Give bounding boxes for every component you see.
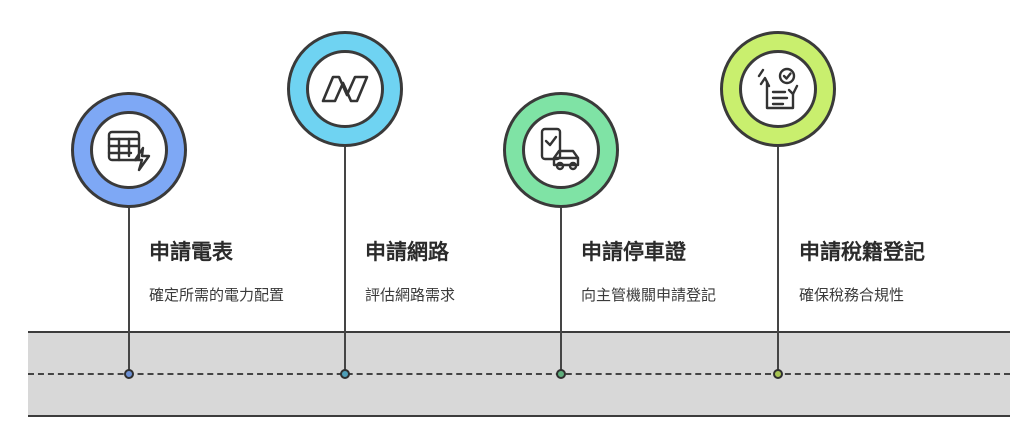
- step-1-icon-holder: [90, 111, 168, 189]
- tax-document-check-icon: [757, 67, 799, 110]
- road-center-dashed-line: [28, 373, 1010, 375]
- step-3-pin-dot: [556, 369, 566, 379]
- step-1-circle: [71, 92, 187, 208]
- step-2-title: 申請網路: [365, 240, 449, 264]
- step-2-icon-holder: [306, 50, 384, 128]
- step-4-circle: [720, 31, 836, 147]
- step-3-title: 申請停車證: [581, 240, 686, 264]
- step-1-title: 申請電表: [149, 240, 233, 264]
- step-1-description: 確定所需的電力配置: [149, 286, 285, 304]
- step-2-pin-dot: [340, 369, 350, 379]
- network-wave-icon: [321, 75, 369, 103]
- spreadsheet-lightning-icon: [107, 130, 151, 172]
- step-4-description: 確保稅務合規性: [799, 286, 905, 304]
- step-3-pin-line: [560, 208, 562, 374]
- step-4-icon-holder: [739, 50, 817, 128]
- step-3-description: 向主管機關申請登記: [581, 286, 717, 304]
- step-2-description: 評估網路需求: [365, 286, 456, 304]
- step-1-pin-dot: [124, 369, 134, 379]
- step-3-circle: [503, 92, 619, 208]
- step-4-pin-line: [777, 147, 779, 374]
- step-3-icon-holder: [522, 111, 600, 189]
- phone-car-icon: [540, 127, 580, 171]
- step-4-pin-dot: [773, 369, 783, 379]
- step-2-circle: [287, 31, 403, 147]
- step-1-pin-line: [128, 208, 130, 374]
- step-2-pin-line: [344, 147, 346, 374]
- step-4-title: 申請稅籍登記: [799, 240, 925, 264]
